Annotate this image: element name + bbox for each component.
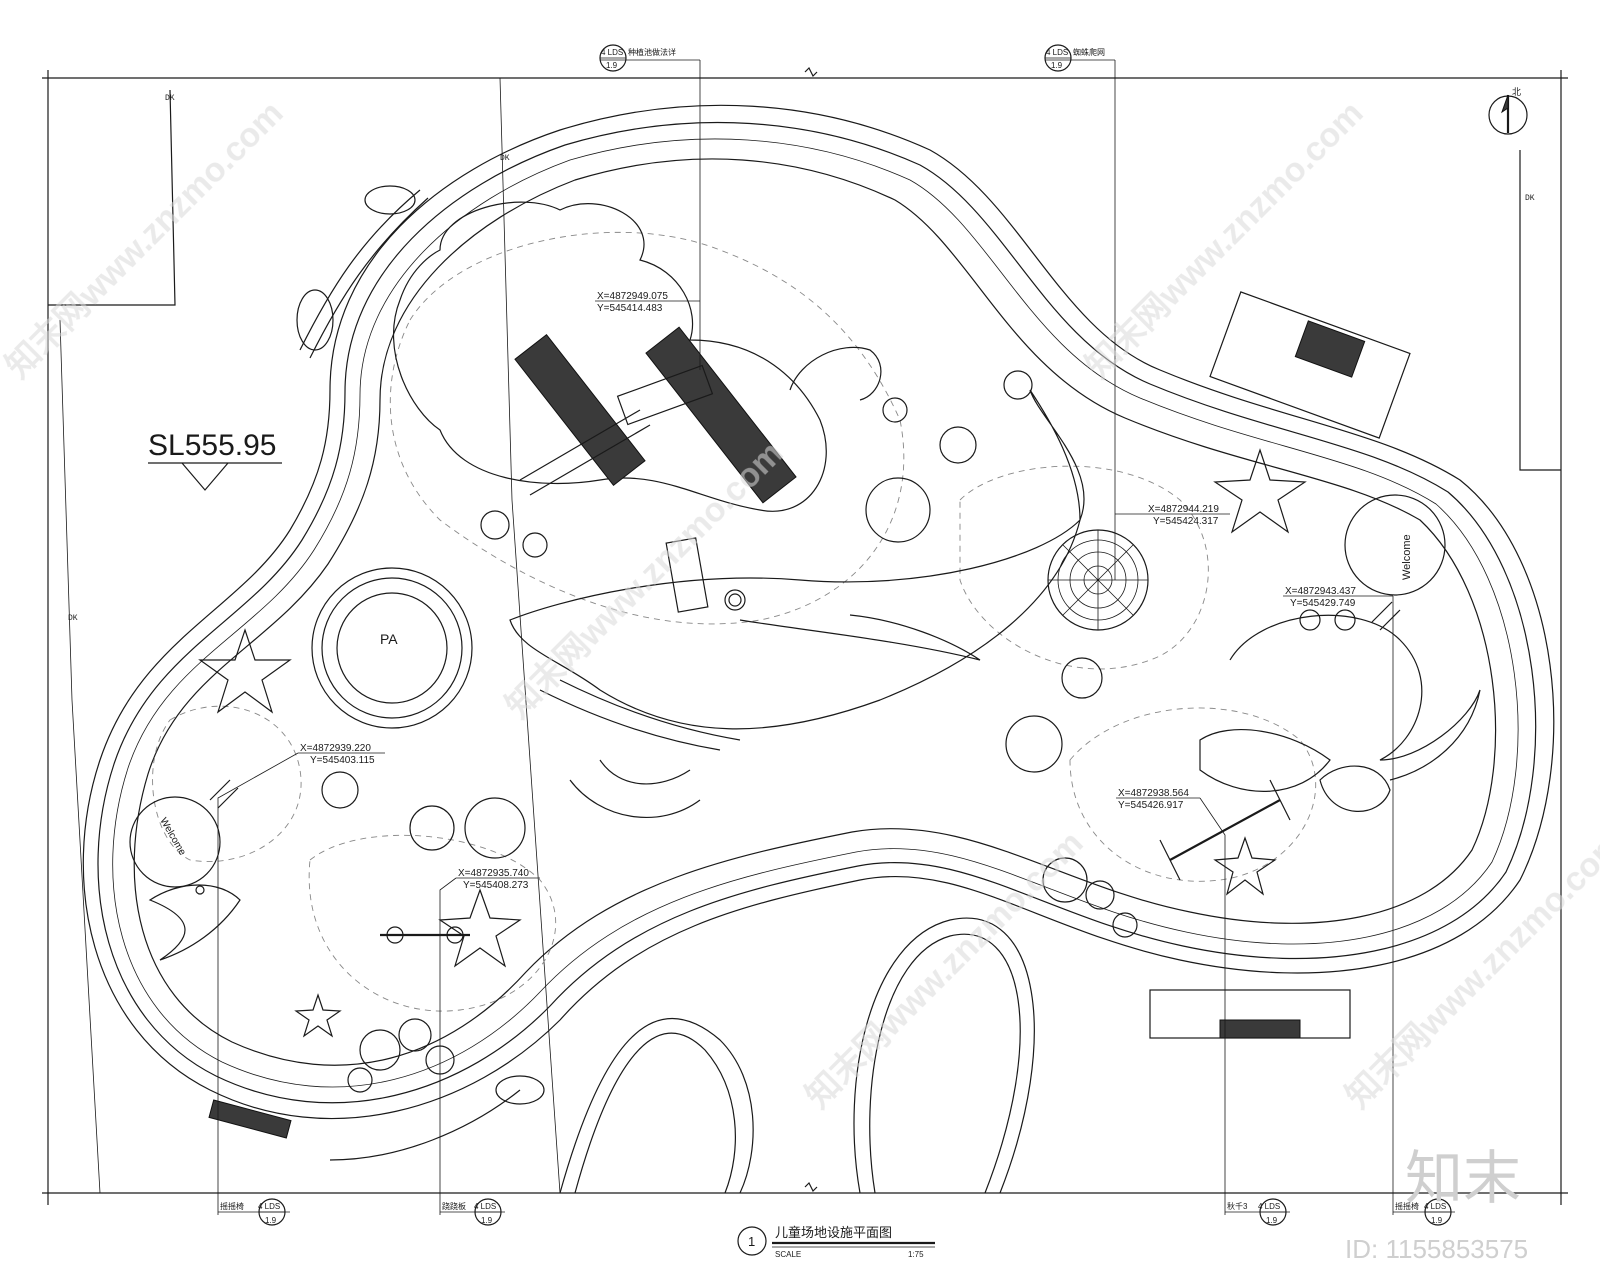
callout-desc: 秋千3 (1227, 1201, 1248, 1211)
top-callouts: 4 LDS 种植池做法详 1.9 4 LDS 蜘蛛爬网 1.9 (599, 44, 1116, 580)
bottom-callouts: 摇摇椅 4 LDS 1.9 跷跷板 4 LDS 1.9 秋千3 4 LDS 1.… (218, 1198, 1455, 1226)
walkway (559, 917, 1035, 1194)
coord-y: Y=545414.483 (597, 303, 663, 314)
slide-structure (392, 201, 882, 512)
elevation-marker: SL555.95 (148, 429, 282, 491)
octopus-feature: Welcome (1199, 494, 1481, 812)
callout-desc: 跷跷板 (442, 1201, 466, 1211)
watermark-logo: 知末 (1405, 1146, 1521, 1211)
pa-label: PA (380, 631, 398, 647)
boundary-lines: DK DK DK DK (48, 77, 1561, 1194)
north-label: 北 (1512, 87, 1521, 97)
callout-ref: 4 LDS (474, 1202, 496, 1211)
drawing-frame (42, 66, 1568, 1205)
callout-scale: 1.9 (1431, 1216, 1443, 1225)
whale (509, 389, 1085, 819)
coord-y: Y=545408.273 (463, 880, 529, 891)
watermark-text: 知末网www.znzmo.com (0, 94, 291, 386)
dk-mark: DK (165, 94, 175, 103)
coord-y: Y=545426.917 (1118, 800, 1184, 811)
callout-ref: 4 LDS (601, 48, 623, 57)
callout-ref: 4 LDS (1258, 1202, 1280, 1211)
dk-mark: DK (68, 614, 78, 623)
welcome-sign: Welcome (1401, 534, 1413, 580)
watermarks: 知末网www.znzmo.com 知末网www.znzmo.com 知末网www… (0, 94, 1600, 1116)
welcome-sign: Welcome (157, 816, 187, 858)
coord-x: X=4872939.220 (300, 743, 371, 754)
coord-y: Y=545424.317 (1153, 516, 1219, 527)
callout-scale: 1.9 (606, 61, 618, 70)
climbing-net-sphere (1047, 529, 1149, 631)
callout-ref: 4 LDS (1046, 48, 1068, 57)
dk-mark: DK (1525, 194, 1535, 203)
callout-ref: 4 LDS (1424, 1202, 1446, 1211)
starfish-decor (198, 448, 1307, 1038)
callout-rocker-right: 摇摇椅 4 LDS 1.9 (1393, 1198, 1455, 1226)
brand-watermark: 知末 ID: 1155853575 (1345, 1146, 1528, 1264)
callout-scale: 1.9 (1051, 61, 1063, 70)
play-equipment (209, 601, 1401, 944)
callout-scale: 1.9 (265, 1216, 277, 1225)
callout-desc: 种植池做法详 (628, 47, 676, 57)
callout-desc: 摇摇椅 (220, 1201, 244, 1211)
coordinate-labels: X=4872949.075 Y=545414.483 X=4872944.219… (217, 291, 1394, 1215)
scale-value: 1:75 (908, 1250, 924, 1259)
callout-ref: 4 LDS (258, 1202, 280, 1211)
drawing-title: 1 儿童场地设施平面图 SCALE 1:75 (737, 1225, 935, 1259)
dk-mark: DK (500, 154, 510, 163)
coord-y: Y=545429.749 (1290, 598, 1356, 609)
callout-desc: 摇摇椅 (1395, 1201, 1419, 1211)
callout-scale: 1.9 (481, 1216, 493, 1225)
callout-swing: 秋千3 4 LDS 1.9 (1225, 1198, 1290, 1226)
pa-feature: PA (311, 567, 473, 729)
coord-y: Y=545403.115 (310, 755, 375, 766)
watermark-text: 知末网www.znzmo.com (499, 434, 791, 726)
callout-rocker-left: 摇摇椅 4 LDS 1.9 (218, 1198, 290, 1226)
watermark-id: ID: 1155853575 (1345, 1234, 1528, 1264)
north-arrow: 北 (1488, 87, 1528, 135)
callout-seesaw: 跷跷板 4 LDS 1.9 (440, 1198, 505, 1226)
benches (208, 185, 1411, 1161)
coord-x: X=4872935.740 (458, 868, 529, 879)
callout-desc: 蜘蛛爬网 (1073, 47, 1105, 57)
stepping-stones (321, 370, 1103, 859)
dolphin-feature: Welcome (129, 796, 241, 961)
coord-x: X=4872943.437 (1285, 586, 1356, 597)
title-name: 儿童场地设施平面图 (775, 1225, 892, 1240)
coord-x: X=4872944.219 (1148, 504, 1219, 515)
callout-scale: 1.9 (1266, 1216, 1278, 1225)
coord-x: X=4872938.564 (1118, 788, 1189, 799)
playground-boundary (82, 104, 1555, 1120)
elevation-label: SL555.95 (148, 429, 276, 462)
coord-x: X=4872949.075 (597, 291, 668, 302)
scale-label: SCALE (775, 1250, 801, 1259)
play-surface (133, 158, 1497, 1066)
title-number: 1 (748, 1234, 755, 1249)
